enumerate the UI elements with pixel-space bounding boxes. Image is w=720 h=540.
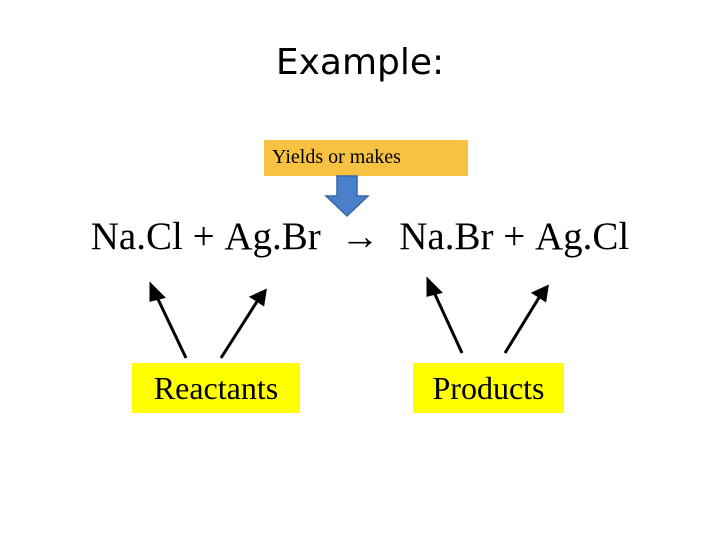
reactant-pointer-arrows (149, 281, 267, 359)
down-arrow-icon (324, 175, 370, 218)
chemical-equation: Na.Cl + Ag.Br → Na.Br + Ag.Cl (0, 214, 720, 259)
yields-arrow-icon: → (340, 215, 380, 258)
reactant-formula: Ag.Br (224, 215, 321, 258)
arrowhead-icon (530, 284, 549, 303)
arrowhead-icon (426, 276, 443, 297)
product-pointer-arrows (426, 276, 549, 354)
reactant-formula: Na.Cl (90, 215, 183, 258)
yields-callout: Yields or makes (264, 140, 468, 176)
slide-title: Example: (275, 42, 445, 83)
plus-sign: + (192, 215, 215, 258)
plus-sign: + (503, 215, 526, 258)
product-formula: Na.Br (399, 215, 494, 258)
reactants-label: Reactants (132, 363, 300, 413)
arrowhead-icon (248, 288, 267, 307)
arrowhead-icon (149, 281, 166, 302)
product-formula: Ag.Cl (534, 215, 630, 258)
products-label: Products (413, 363, 564, 413)
